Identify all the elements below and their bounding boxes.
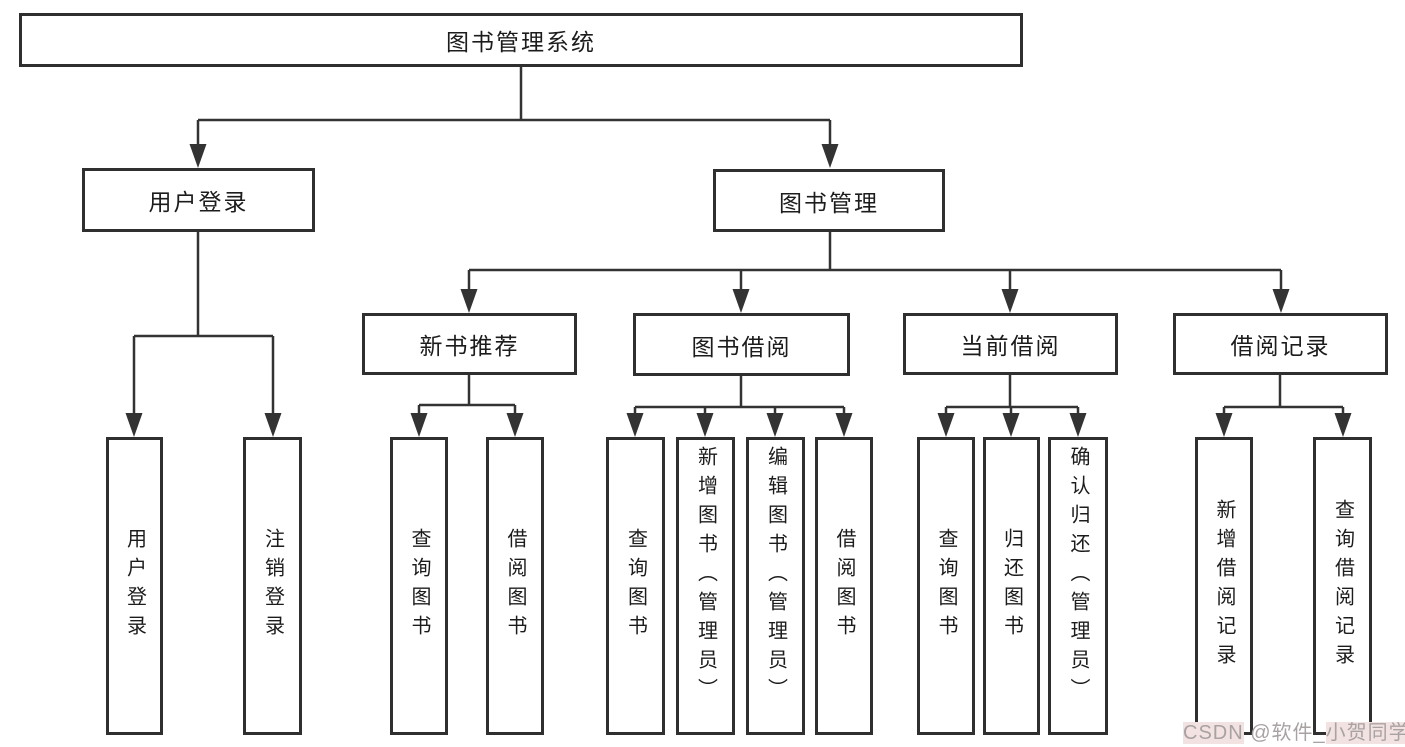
leaf-add-books-admin-label: 新增图书（管理员） — [694, 446, 717, 707]
leaf-borrow-books-1-label: 借阅图书 — [504, 528, 526, 644]
leaf-borrow-books-2-label: 借阅图书 — [833, 528, 855, 644]
leaf-confirm-return-admin-label: 确认归还（管理员） — [1067, 446, 1089, 707]
node-user-login-label: 用户登录 — [148, 189, 249, 215]
leaf-query-books-3-label: 查询图书 — [935, 528, 957, 644]
node-current-borrow-label: 当前借阅 — [960, 333, 1061, 359]
leaf-query-borrow-record-label: 查询借阅记录 — [1331, 499, 1354, 673]
watermark-part: CSDN — [1183, 722, 1244, 744]
csdn-watermark: CSDN @软件_小贺同学 — [1183, 716, 1405, 745]
leaf-confirm-return-admin: 确认归还（管理员） — [1048, 437, 1108, 735]
leaf-borrow-books-2: 借阅图书 — [815, 437, 873, 735]
leaf-add-borrow-record-label: 新增借阅记录 — [1213, 499, 1235, 673]
leaf-return-books-label: 归还图书 — [1000, 528, 1023, 644]
node-book-management-label: 图书管理 — [779, 189, 879, 216]
node-book-borrow: 图书借阅 — [633, 313, 850, 376]
leaf-query-books-1: 查询图书 — [390, 437, 448, 735]
leaf-query-books-1-label: 查询图书 — [408, 528, 430, 644]
leaf-query-books-2: 查询图书 — [606, 437, 665, 735]
leaf-user-login-label: 用户登录 — [123, 528, 146, 644]
node-root-label: 图书管理系统 — [446, 29, 596, 55]
arrowheads — [125, 144, 1352, 437]
node-new-book-recommend-label: 新书推荐 — [419, 333, 520, 359]
watermark-part: @软件_ — [1243, 722, 1326, 744]
leaf-query-books-3: 查询图书 — [917, 437, 975, 735]
leaf-query-borrow-record: 查询借阅记录 — [1313, 437, 1372, 735]
node-book-management: 图书管理 — [713, 169, 945, 232]
leaf-edit-books-admin: 编辑图书（管理员） — [746, 437, 805, 735]
node-borrow-records: 借阅记录 — [1173, 313, 1388, 375]
leaf-add-books-admin: 新增图书（管理员） — [676, 437, 735, 735]
node-book-borrow-label: 图书借阅 — [691, 333, 792, 360]
node-new-book-recommend: 新书推荐 — [362, 313, 577, 375]
leaf-logout: 注销登录 — [243, 437, 302, 735]
node-borrow-records-label: 借阅记录 — [1230, 333, 1331, 359]
node-root: 图书管理系统 — [19, 13, 1023, 67]
leaf-borrow-books-1: 借阅图书 — [486, 437, 544, 735]
node-user-login: 用户登录 — [82, 168, 315, 232]
node-current-borrow: 当前借阅 — [903, 313, 1118, 375]
leaf-return-books: 归还图书 — [983, 437, 1040, 735]
leaf-add-borrow-record: 新增借阅记录 — [1195, 437, 1253, 735]
leaf-query-books-2-label: 查询图书 — [624, 528, 647, 644]
leaf-edit-books-admin-label: 编辑图书（管理员） — [764, 446, 787, 707]
leaf-user-login: 用户登录 — [106, 437, 163, 735]
leaf-logout-label: 注销登录 — [261, 528, 284, 644]
watermark-part: 小贺同学 — [1325, 722, 1405, 744]
